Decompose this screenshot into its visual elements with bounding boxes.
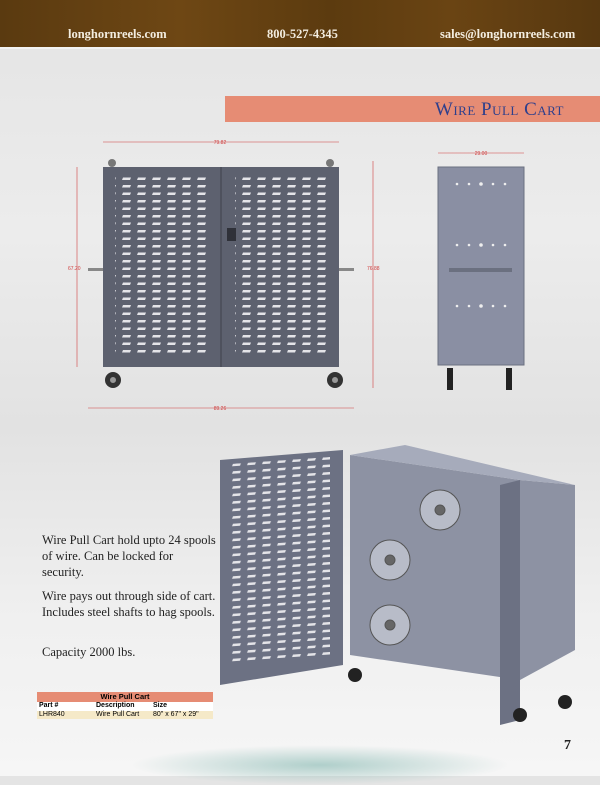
table-cell: LHR840 bbox=[39, 710, 65, 718]
column-header: Part # bbox=[39, 702, 59, 709]
title-banner: Wire Pull Cart bbox=[225, 96, 600, 122]
cart-3d-render bbox=[220, 445, 575, 725]
table-caption: Wire Pull Cart bbox=[37, 692, 213, 702]
front-view bbox=[88, 159, 354, 388]
table-header-row: Part # Description Size bbox=[37, 702, 213, 711]
email-link[interactable]: sales@longhornreels.com bbox=[440, 27, 576, 41]
description-paragraph: Capacity 2000 lbs. bbox=[42, 645, 136, 659]
dimension-front-width: 79.82 bbox=[214, 140, 227, 146]
dimension-side-depth: 29.00 bbox=[475, 151, 488, 157]
open-right-door bbox=[500, 480, 520, 725]
footer-decoration bbox=[130, 745, 510, 785]
spec-table: Wire Pull Cart Part # Description Size L… bbox=[37, 692, 213, 719]
description-paragraph: Wire Pull Cart hold upto 24 spools of wi… bbox=[42, 533, 216, 579]
column-header: Description bbox=[96, 702, 135, 709]
table-row: LHR840 Wire Pull Cart 80" x 67" x 29" bbox=[37, 710, 213, 719]
website-link[interactable]: longhornreels.com bbox=[68, 27, 167, 41]
lock-icon bbox=[227, 228, 236, 241]
header-bar: longhornreels.com 800-527-4345 sales@lon… bbox=[0, 0, 600, 49]
page-number: 7 bbox=[564, 738, 571, 753]
dimension-front-height: 67.20 bbox=[68, 266, 81, 272]
table-cell: 80" x 67" x 29" bbox=[153, 710, 199, 718]
dimension-overall-width: 89.26 bbox=[214, 406, 227, 412]
description-paragraph: Wire pays out through side of cart. Incl… bbox=[42, 589, 216, 619]
technical-drawing: 79.82 67.20 76.88 89.26 29.00 bbox=[68, 140, 525, 412]
side-view bbox=[437, 166, 525, 390]
page-title: Wire Pull Cart bbox=[434, 99, 564, 120]
column-header: Size bbox=[153, 702, 168, 709]
dimension-overall-height: 76.88 bbox=[367, 266, 380, 272]
table-cell: Wire Pull Cart bbox=[96, 710, 140, 718]
phone-number[interactable]: 800-527-4345 bbox=[267, 27, 338, 41]
